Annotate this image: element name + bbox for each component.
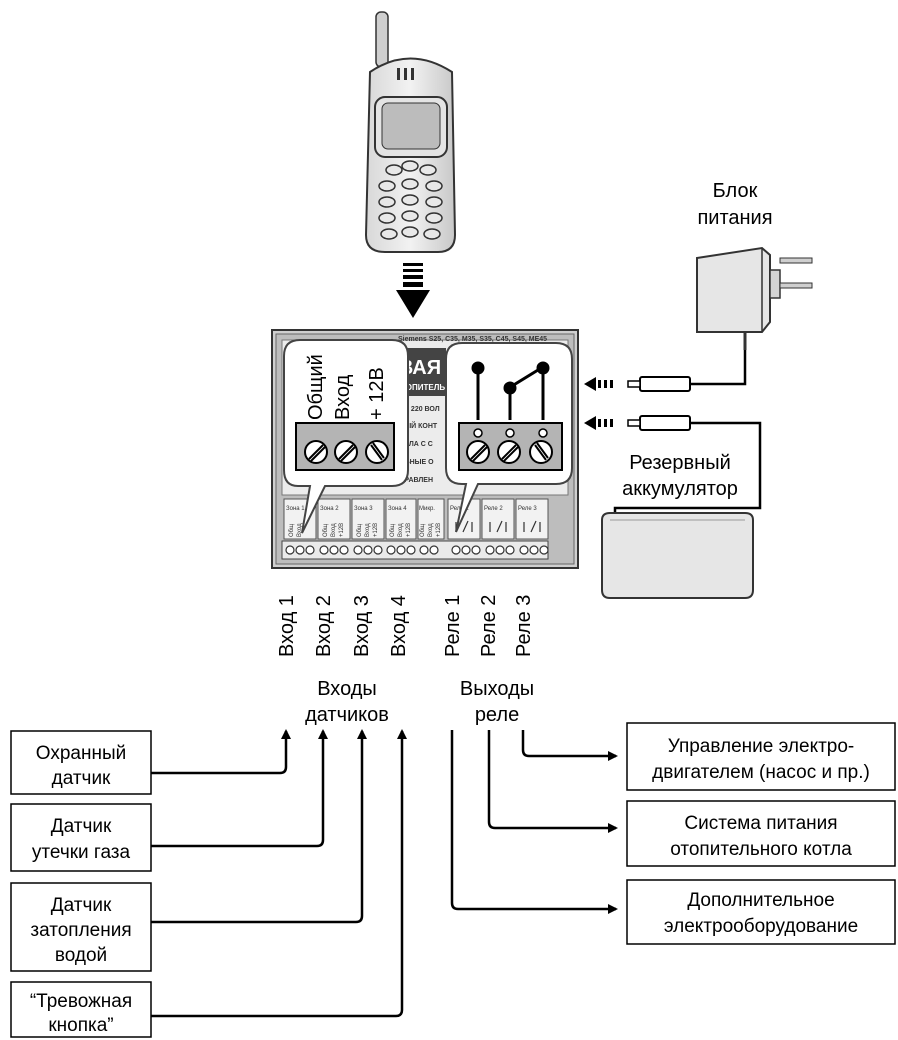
- device-line-3: КОТЛА С С: [395, 441, 433, 448]
- output-3-line-2: электрооборудование: [664, 916, 858, 937]
- sensor-box-gas: [10, 803, 152, 872]
- output-1-line-1: Управление электро-: [668, 736, 855, 757]
- relay-label-2: Реле 2: [478, 595, 500, 657]
- sensor-box-security: [10, 730, 152, 795]
- svg-text:Общ: Общ: [357, 524, 363, 537]
- callout-12v-label: + 12В: [366, 367, 388, 420]
- input-label-3: Вход 3: [351, 595, 373, 657]
- svg-text:Вход: Вход: [398, 523, 404, 537]
- input-label-2: Вход 2: [313, 595, 335, 657]
- power-supply-icon: [696, 246, 813, 350]
- battery-plug-icon: [584, 415, 691, 431]
- output-box-boiler: [626, 800, 896, 867]
- svg-text:+12В: +12В: [436, 523, 442, 537]
- device-line-5: УПРАВЛЕН: [395, 477, 433, 484]
- output-1-line-2: двигателем (насос и пр.): [652, 762, 870, 783]
- zone-label-1: Зона 1: [286, 506, 305, 512]
- device-line-1: ЕТИ 220 ВОЛ: [395, 406, 440, 413]
- output-2-line-1: Система питания: [684, 813, 837, 834]
- sensor-4-line-2: кнопка”: [48, 1015, 113, 1036]
- mobile-phone-icon: [364, 11, 457, 253]
- zone-pin-labels: Общ Вход Общ Вход +12В Общ Вход +12В Общ…: [289, 523, 442, 537]
- device-line-2: ТНЫЙ КОНТ: [395, 421, 438, 430]
- output-2-line-2: отопительного котла: [670, 839, 852, 860]
- sensor-2-line-1: Датчик: [51, 816, 112, 837]
- battery-label-line-2: аккумулятор: [622, 478, 738, 500]
- inputs-group-label-line-1: Входы: [317, 678, 377, 700]
- zone-label-mic: Микр.: [419, 506, 435, 512]
- battery-cable: [613, 421, 762, 518]
- relay-board-label-2: Реле 2: [484, 506, 503, 512]
- outputs-group-label-line-2: реле: [475, 704, 519, 726]
- relay-label-1: Реле 1: [442, 595, 464, 657]
- zone-label-3: Зона 3: [354, 506, 373, 512]
- power-plug-icon: [584, 376, 691, 392]
- sensor-box-panic-button: [10, 981, 152, 1038]
- relay-board-label-3: Реле 3: [518, 506, 537, 512]
- sensor-4-line-1: “Тревожная: [30, 991, 132, 1012]
- relay-terminal-callout: [445, 342, 573, 533]
- sensor-1-line-1: Охранный: [36, 743, 126, 764]
- relay-wires: [450, 730, 618, 914]
- sensor-2-line-2: утечки газа: [32, 842, 131, 863]
- device-subtitle-text: ОТОПИТЕЛЬ: [395, 383, 445, 392]
- zone-label-4: Зона 4: [388, 506, 407, 512]
- svg-text:Вход: Вход: [428, 523, 434, 537]
- power-cable: [690, 350, 747, 386]
- input-label-4: Вход 4: [388, 595, 410, 657]
- svg-text:Общ: Общ: [323, 524, 329, 537]
- sensor-1-line-2: датчик: [52, 768, 111, 789]
- power-supply-label-line-2: питания: [697, 207, 772, 229]
- svg-text:+12В: +12В: [373, 523, 379, 537]
- relay-label-3: Реле 3: [513, 595, 535, 657]
- sensor-terminal-callout: Общий Вход + 12В: [283, 339, 409, 534]
- battery-icon: [601, 512, 754, 599]
- relay-contact-symbols: [455, 520, 541, 533]
- terminal-screws: [285, 545, 549, 555]
- inputs-group-label-line-2: датчиков: [305, 704, 389, 726]
- svg-text:+12В: +12В: [406, 523, 412, 537]
- svg-text:Общ: Общ: [390, 524, 396, 537]
- input-label-1: Вход 1: [276, 595, 298, 657]
- callout-input-label: Вход: [332, 374, 354, 420]
- phone-connection-arrow-icon: [396, 263, 430, 318]
- outputs-group-label-line-1: Выходы: [460, 678, 534, 700]
- device-line-4: ЕЛЬНЫЕ О: [395, 459, 434, 466]
- power-supply-label-line-1: Блок: [713, 180, 758, 202]
- device-title-text: ВАЯ: [399, 357, 441, 379]
- zone-label-2: Зона 2: [320, 506, 339, 512]
- sensor-3-line-3: водой: [55, 945, 107, 966]
- sensor-3-line-1: Датчик: [51, 895, 112, 916]
- device-header-text: Siemens S25, C35, M35, S35, C45, S45, ME…: [398, 336, 547, 343]
- sensor-3-line-2: затопления: [30, 920, 131, 941]
- relay-board-label-1: Реле 1: [450, 506, 469, 512]
- callout-common-label: Общий: [305, 354, 327, 420]
- svg-text:Общ: Общ: [420, 524, 426, 537]
- output-box-extra: [626, 879, 896, 945]
- svg-text:Вход: Вход: [297, 523, 303, 537]
- svg-text:+12В: +12В: [339, 523, 345, 537]
- sensor-wires: [151, 729, 407, 1018]
- svg-text:Вход: Вход: [331, 523, 337, 537]
- output-box-motor: [626, 722, 896, 791]
- battery-label-line-1: Резервный: [629, 452, 731, 474]
- svg-text:Общ: Общ: [289, 524, 295, 537]
- svg-text:Вход: Вход: [365, 523, 371, 537]
- sensor-box-water: [10, 882, 152, 972]
- output-3-line-1: Дополнительное: [687, 890, 834, 911]
